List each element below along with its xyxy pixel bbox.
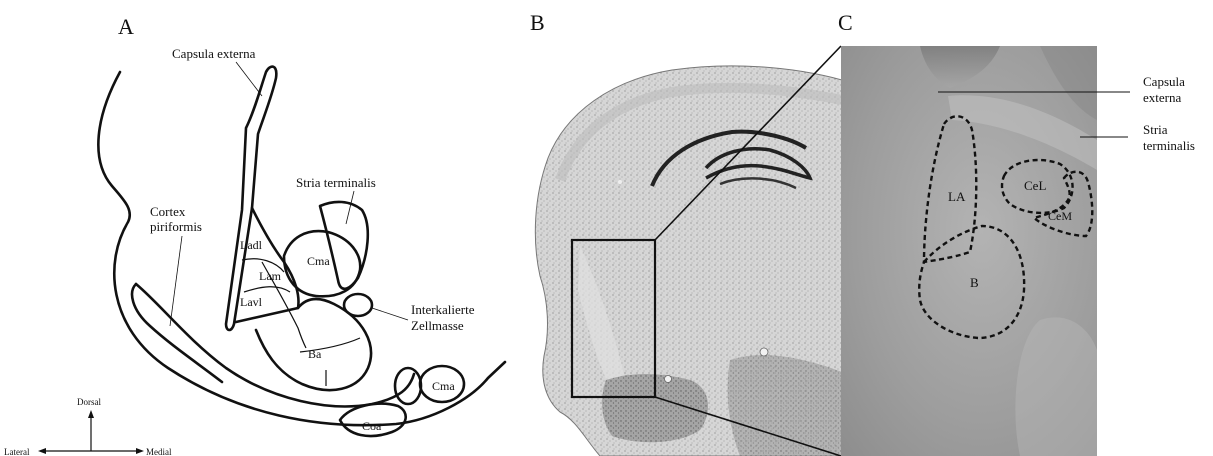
label-zellmasse: Zellmasse [411, 318, 464, 333]
compass-right-arrowhead [136, 448, 144, 454]
compass-dorsal: Dorsal [77, 397, 101, 407]
label-b: B [970, 275, 979, 290]
leader-stria-terminalis [346, 191, 354, 224]
vessel-2 [665, 376, 672, 383]
orientation-compass: Dorsal Lateral Medial [4, 397, 172, 456]
compass-left-arrowhead [38, 448, 46, 454]
label-capsula-externa: Capsula externa [172, 46, 256, 61]
label-coa: Coa [362, 419, 382, 433]
label-terminalis-c: terminalis [1143, 138, 1195, 153]
label-cem: CeM [1048, 209, 1072, 223]
vessel-1 [760, 348, 768, 356]
panel-a: A Capsula externa Stria terminalis [4, 14, 505, 456]
lam-lavl-boundary [244, 287, 290, 292]
label-interkalierte: Interkalierte [411, 302, 475, 317]
panel-b-letter: B [530, 10, 545, 35]
compass-medial: Medial [146, 447, 172, 456]
label-cel: CeL [1024, 178, 1046, 193]
capsula-externa-band [226, 67, 276, 330]
panel-a-letter: A [118, 14, 134, 39]
label-ladl: Ladl [240, 238, 263, 252]
panel-c-letter: C [838, 10, 853, 35]
compass-lateral: Lateral [4, 447, 30, 456]
label-piriformis: piriformis [150, 219, 202, 234]
label-capsula-c: Capsula [1143, 74, 1185, 89]
label-cma-upper: Cma [307, 254, 330, 268]
label-cma-lower: Cma [432, 379, 455, 393]
outer-cortex-outline [98, 72, 505, 425]
panel-b: B [530, 10, 842, 456]
compass-up-arrowhead [88, 410, 94, 418]
leader-capsula-externa [236, 62, 262, 96]
tissue-light-lower [1015, 317, 1097, 456]
label-stria-c: Stria [1143, 122, 1168, 137]
medial-dark-region [728, 355, 842, 456]
panel-c: C Capsula externa Stria terminalis LA Ce… [838, 10, 1195, 456]
label-ba: Ba [308, 347, 322, 361]
label-la: LA [948, 189, 966, 204]
label-lavl: Lavl [240, 295, 263, 309]
leader-cortex-piriformis [170, 236, 182, 326]
intercalated-cell-mass [344, 294, 372, 316]
leader-interkalierte [372, 308, 408, 320]
label-stria-terminalis: Stria terminalis [296, 175, 376, 190]
vessel-3 [618, 180, 622, 184]
label-lam: Lam [259, 269, 282, 283]
label-externa-c: externa [1143, 90, 1181, 105]
stria-terminalis-lobe [320, 202, 368, 289]
label-cortex: Cortex [150, 204, 186, 219]
piriform-lobe [132, 284, 222, 382]
